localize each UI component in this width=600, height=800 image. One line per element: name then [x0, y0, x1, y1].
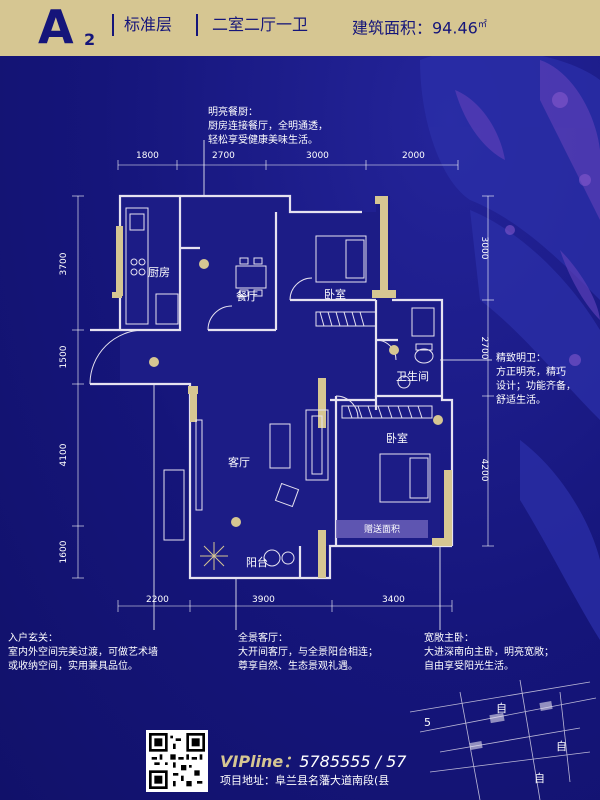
- note-line: 轻松享受健康美味生活。: [208, 135, 318, 146]
- note-marker: [389, 345, 399, 355]
- note-title: 入户玄关：: [8, 633, 58, 644]
- area-unit: ㎡: [477, 20, 487, 30]
- plant-icon: [200, 542, 228, 570]
- dimension-label: 1800: [136, 151, 159, 161]
- note-entry: 入户玄关： 室内外空间完美过渡，可做艺术墙 或收纳空间，实用兼具品位。: [8, 632, 158, 674]
- dimension-label: 3700: [59, 252, 69, 275]
- map-label: 自: [534, 772, 545, 785]
- qr-code-icon: [149, 733, 205, 789]
- room-label-living: 客厅: [228, 455, 250, 469]
- map-label: 5: [424, 716, 431, 729]
- area-label: 建筑面积：94.46㎡: [352, 15, 487, 38]
- room-label-kitchen: 厨房: [148, 266, 170, 279]
- gift-area: [336, 520, 428, 538]
- note-line: 舒适生活。: [496, 395, 546, 406]
- dimension-label: 1600: [59, 540, 69, 563]
- note-line: 方正明亮，精巧: [496, 367, 566, 378]
- room-label-bedroom-2: 卧室: [386, 431, 408, 445]
- vip-hotline-number: 5785555 / 57: [299, 752, 407, 771]
- note-title: 宽敞主卧：: [424, 633, 474, 644]
- note-line: 室内外空间完美过渡，可做艺术墙: [8, 647, 158, 658]
- unit-type-letter: A: [38, 0, 74, 54]
- note-line: 大开间客厅，与全景阳台相连；: [238, 647, 378, 658]
- dimension-label: 3400: [382, 595, 405, 605]
- map-label: 自: [496, 702, 507, 715]
- project-address: 项目地址：阜兰县名藩大道南段(县: [220, 774, 390, 787]
- room-label-balcony: 阳台: [246, 555, 268, 569]
- dimension-label: 2700: [212, 151, 235, 161]
- note-bath: 精致明卫： 方正明亮，精巧 设计；功能齐备， 舒适生活。: [496, 352, 576, 408]
- note-line: 大进深南向主卧，明亮宽敞；: [424, 647, 554, 658]
- note-marker: [433, 415, 443, 425]
- dimension-label: 2000: [402, 151, 425, 161]
- note-marker: [149, 357, 159, 367]
- location-map: [409, 679, 597, 800]
- room-label-bathroom: 卫生间: [396, 369, 429, 383]
- header-band: A 2 标准层 二室二厅一卫 建筑面积：94.46㎡: [0, 0, 600, 56]
- layout-label: 二室二厅一卫: [212, 15, 309, 34]
- dimension-label: 3000: [306, 151, 329, 161]
- vip-hotline-label: VIPline：: [220, 752, 300, 771]
- dimension-label: 3000: [479, 237, 489, 260]
- note-line: 厨房连接餐厅，全明通透，: [208, 121, 328, 132]
- dimension-label: 2200: [146, 595, 169, 605]
- note-title: 明亮餐厨：: [208, 107, 258, 118]
- unit-type-number: 2: [84, 30, 96, 49]
- note-marker: [199, 259, 209, 269]
- note-title: 全景客厅：: [238, 633, 288, 644]
- note-living: 全景客厅： 大开间客厅，与全景阳台相连； 尊享自然、生态景观礼遇。: [238, 632, 378, 674]
- qr-code: [146, 730, 208, 792]
- note-marker: [231, 517, 241, 527]
- header-divider: [196, 14, 198, 36]
- note-line: 设计；功能齐备，: [496, 381, 576, 392]
- note-line: 尊享自然、生态景观礼遇。: [238, 661, 358, 672]
- dimension-label: 1500: [59, 345, 69, 368]
- vip-hotline: VIPline：5785555 / 57: [220, 748, 406, 772]
- note-line: 或收纳空间，实用兼具品位。: [8, 661, 138, 672]
- area-value: 建筑面积：94.46: [352, 18, 478, 38]
- note-line: 自由享受阳光生活。: [424, 661, 514, 672]
- map-label: 自: [556, 740, 567, 753]
- room-label-dining: 餐厅: [236, 289, 258, 303]
- dimension-label: 2700: [479, 337, 489, 360]
- room-label-bedroom-1: 卧室: [324, 287, 346, 301]
- gift-area-label: 赠送面积: [364, 523, 400, 535]
- header-divider: [112, 14, 114, 36]
- note-master: 宽敞主卧： 大进深南向主卧，明亮宽敞； 自由享受阳光生活。: [424, 632, 554, 674]
- dimension-label: 3900: [252, 595, 275, 605]
- note-dining: 明亮餐厨： 厨房连接餐厅，全明通透， 轻松享受健康美味生活。: [208, 106, 328, 148]
- dimension-label: 4200: [479, 459, 489, 482]
- dimension-label: 4100: [59, 443, 69, 466]
- floor-label: 标准层: [124, 15, 173, 34]
- note-title: 精致明卫：: [496, 353, 546, 364]
